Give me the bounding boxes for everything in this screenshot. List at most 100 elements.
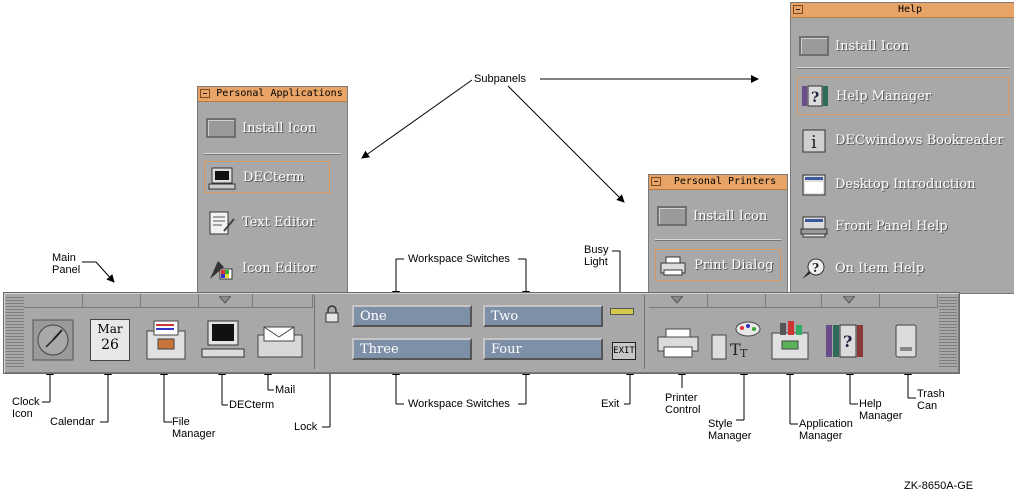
- subpanel-title: Help: [897, 4, 923, 15]
- minimize-button[interactable]: [200, 89, 210, 98]
- text-editor-item-label: Text Editor: [242, 215, 316, 230]
- on-item-help-item[interactable]: ? On Item Help: [797, 253, 1009, 283]
- svg-text:?: ?: [812, 261, 819, 275]
- workspace-button-one[interactable]: One: [352, 305, 472, 327]
- install-icon-label: Install Icon: [693, 209, 768, 224]
- subpanel-title-bar: Help: [791, 3, 1014, 18]
- decwindows-bookreader-item[interactable]: i DECwindows Bookreader: [797, 125, 1009, 155]
- subpanel-title-bar: Personal Applications: [198, 87, 347, 102]
- subpanel-title: Personal Applications: [216, 88, 343, 99]
- desktop-intro-icon: [802, 174, 826, 196]
- workspace-switches-label-top: Workspace Switches: [408, 253, 510, 265]
- text-editor-item[interactable]: Text Editor: [204, 207, 341, 237]
- help-manager-item[interactable]: ? Help Manager: [797, 77, 1009, 115]
- personal-apps-tab[interactable]: [198, 294, 253, 308]
- icon-editor-item-label: Icon Editor: [242, 261, 316, 276]
- decwindows-bookreader-item-label: DECwindows Bookreader: [835, 133, 1004, 148]
- busy-light: [610, 308, 634, 315]
- subpanel-title: Personal Printers: [673, 176, 777, 187]
- decterm-terminal-icon[interactable]: [200, 319, 246, 361]
- install-icon-item[interactable]: Install Icon: [797, 31, 1009, 61]
- front-panel-help-item-label: Front Panel Help: [835, 219, 948, 234]
- subpanel-tab[interactable]: [765, 294, 822, 308]
- help-manager-books-icon[interactable]: ?: [824, 323, 868, 359]
- lock-label: Lock: [294, 421, 318, 433]
- calendar-day: 26: [101, 337, 119, 353]
- minimize-button[interactable]: [793, 5, 803, 14]
- subpanel-tab[interactable]: [140, 294, 199, 308]
- install-icon-item[interactable]: Install Icon: [204, 113, 341, 143]
- help-subpanel: Help Install Icon ? Help Manager i DECwi…: [790, 2, 1014, 294]
- svg-text:?: ?: [843, 332, 852, 351]
- subpanels-label: Subpanels: [474, 73, 526, 85]
- divider: [314, 295, 315, 369]
- triangle-down-icon: [219, 296, 231, 304]
- file-manager-icon[interactable]: [144, 317, 188, 361]
- style-manager-icon[interactable]: T T: [710, 321, 762, 361]
- svg-text:T: T: [740, 347, 748, 360]
- icon-editor-icon: [210, 261, 233, 280]
- help-tab[interactable]: [821, 294, 880, 308]
- divider: [797, 67, 1009, 69]
- decterm-label: DECterm: [229, 399, 275, 411]
- subpanel-tab[interactable]: [82, 294, 141, 308]
- triangle-down-icon: [671, 296, 683, 304]
- workspace-button-four[interactable]: Four: [483, 338, 603, 360]
- application-manager-icon[interactable]: [768, 319, 812, 361]
- install-icon-drop-zone: [657, 206, 687, 226]
- print-dialog-item[interactable]: Print Dialog: [655, 249, 781, 281]
- personal-printers-tab[interactable]: [649, 294, 708, 308]
- subpanel-tab[interactable]: [879, 294, 938, 308]
- printer-icon[interactable]: [656, 327, 700, 359]
- front-panel-help-icon: [800, 216, 828, 238]
- front-panel: Mar 26 One Two Three Four EXIT: [3, 292, 960, 374]
- subpanel-tab[interactable]: [252, 294, 313, 308]
- panel-move-handle[interactable]: [6, 295, 24, 369]
- terminal-icon: [208, 167, 236, 190]
- help-books-icon: ?: [802, 85, 828, 107]
- workspace-button-two[interactable]: Two: [483, 305, 603, 327]
- panel-resize-handle[interactable]: [939, 295, 957, 369]
- figure-id: ZK-8650A-GE: [904, 480, 974, 492]
- icon-editor-item[interactable]: Icon Editor: [204, 253, 341, 283]
- mail-icon[interactable]: [256, 325, 304, 359]
- minimize-button[interactable]: [651, 177, 661, 186]
- personal-printers-subpanel: Personal Printers Install Icon Print Dia…: [648, 174, 788, 294]
- lock-icon[interactable]: [324, 305, 340, 323]
- personal-applications-subpanel: Personal Applications Install Icon DECte…: [197, 86, 348, 294]
- on-item-help-icon: ?: [802, 258, 825, 279]
- printer-icon: [660, 256, 686, 276]
- help-manager-item-label: Help Manager: [836, 89, 932, 104]
- subpanel-tab[interactable]: [707, 294, 766, 308]
- info-icon: i: [802, 129, 826, 153]
- decterm-item[interactable]: DECterm: [204, 161, 330, 193]
- desktop-introduction-item-label: Desktop Introduction: [835, 177, 976, 192]
- print-dialog-item-label: Print Dialog: [694, 258, 774, 273]
- install-icon-drop-zone: [206, 118, 236, 138]
- clock-icon[interactable]: [32, 319, 74, 361]
- front-panel-help-item[interactable]: Front Panel Help: [797, 211, 1009, 241]
- install-icon-item[interactable]: Install Icon: [655, 201, 781, 231]
- trash-can-icon[interactable]: [892, 323, 920, 359]
- divider: [204, 153, 341, 155]
- decterm-item-label: DECterm: [243, 170, 305, 185]
- calendar-icon[interactable]: Mar 26: [90, 319, 130, 361]
- desktop-introduction-item[interactable]: Desktop Introduction: [797, 169, 1009, 199]
- workspace-button-three[interactable]: Three: [352, 338, 472, 360]
- text-editor-icon: [209, 211, 235, 235]
- triangle-down-icon: [843, 296, 855, 304]
- exit-button[interactable]: EXIT: [612, 342, 636, 360]
- calendar-month: Mar: [97, 322, 123, 336]
- subpanel-tab[interactable]: [24, 294, 83, 308]
- mail-label: Mail: [275, 384, 296, 396]
- workspace-switches-label-bottom: Workspace Switches: [408, 398, 510, 410]
- divider: [644, 295, 645, 369]
- exit-label: Exit: [601, 398, 620, 410]
